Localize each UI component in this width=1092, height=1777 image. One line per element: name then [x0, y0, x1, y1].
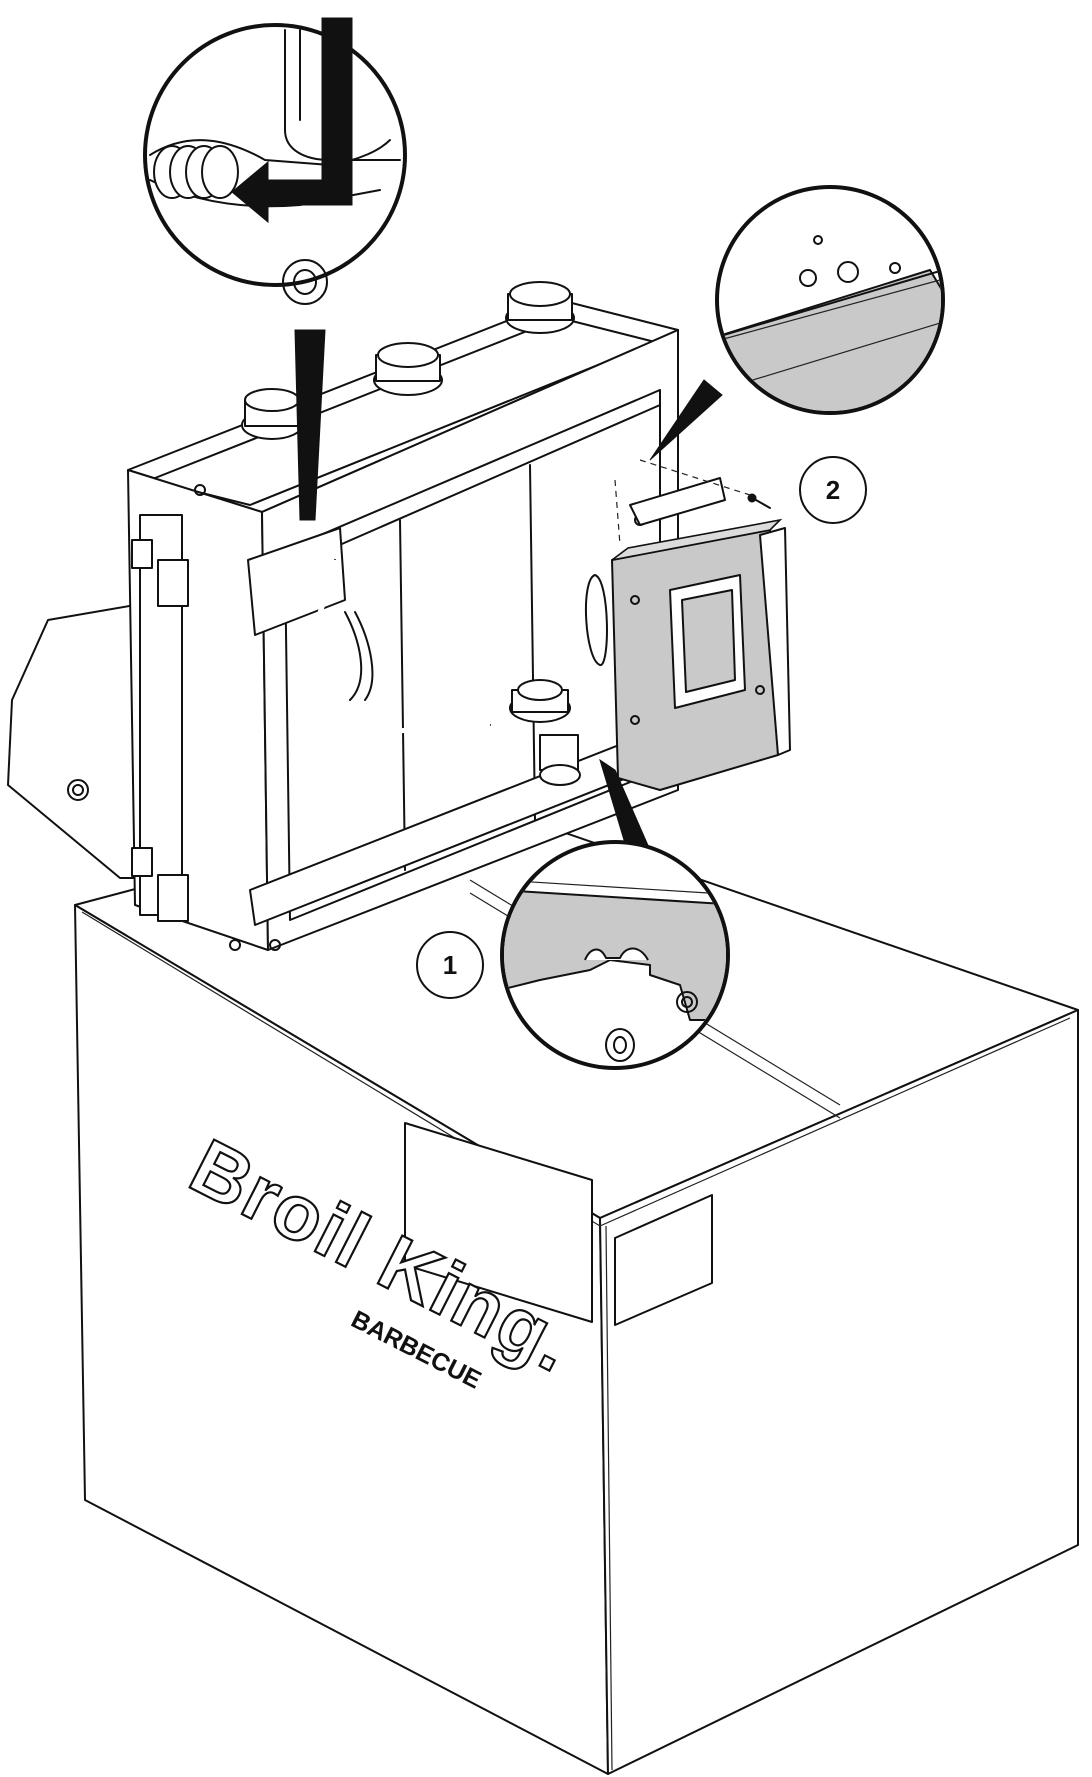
bracket-panel: [611, 459, 791, 791]
callout-1-label: 1: [443, 950, 457, 980]
detail-view-top-tab: [649, 185, 945, 461]
control-knob-middle: [373, 342, 443, 396]
callout-step-1: 1: [416, 931, 484, 999]
gas-regulator: [509, 679, 581, 786]
detail-view-hose-routing: [143, 17, 407, 521]
routing-arrow-icon: [231, 17, 353, 224]
corrugated-hose: [153, 145, 239, 199]
grill-head: [7, 281, 679, 951]
callout-2-label: 2: [826, 475, 840, 505]
control-knob-right: [505, 281, 575, 334]
control-knob-left: [241, 388, 303, 440]
callout-step-2: 2: [799, 456, 867, 524]
box-label-right: [614, 1194, 713, 1326]
shipping-box: [74, 799, 1079, 1775]
box-label-left: [404, 1122, 593, 1323]
detail-view-bottom-slot: [500, 758, 730, 1070]
